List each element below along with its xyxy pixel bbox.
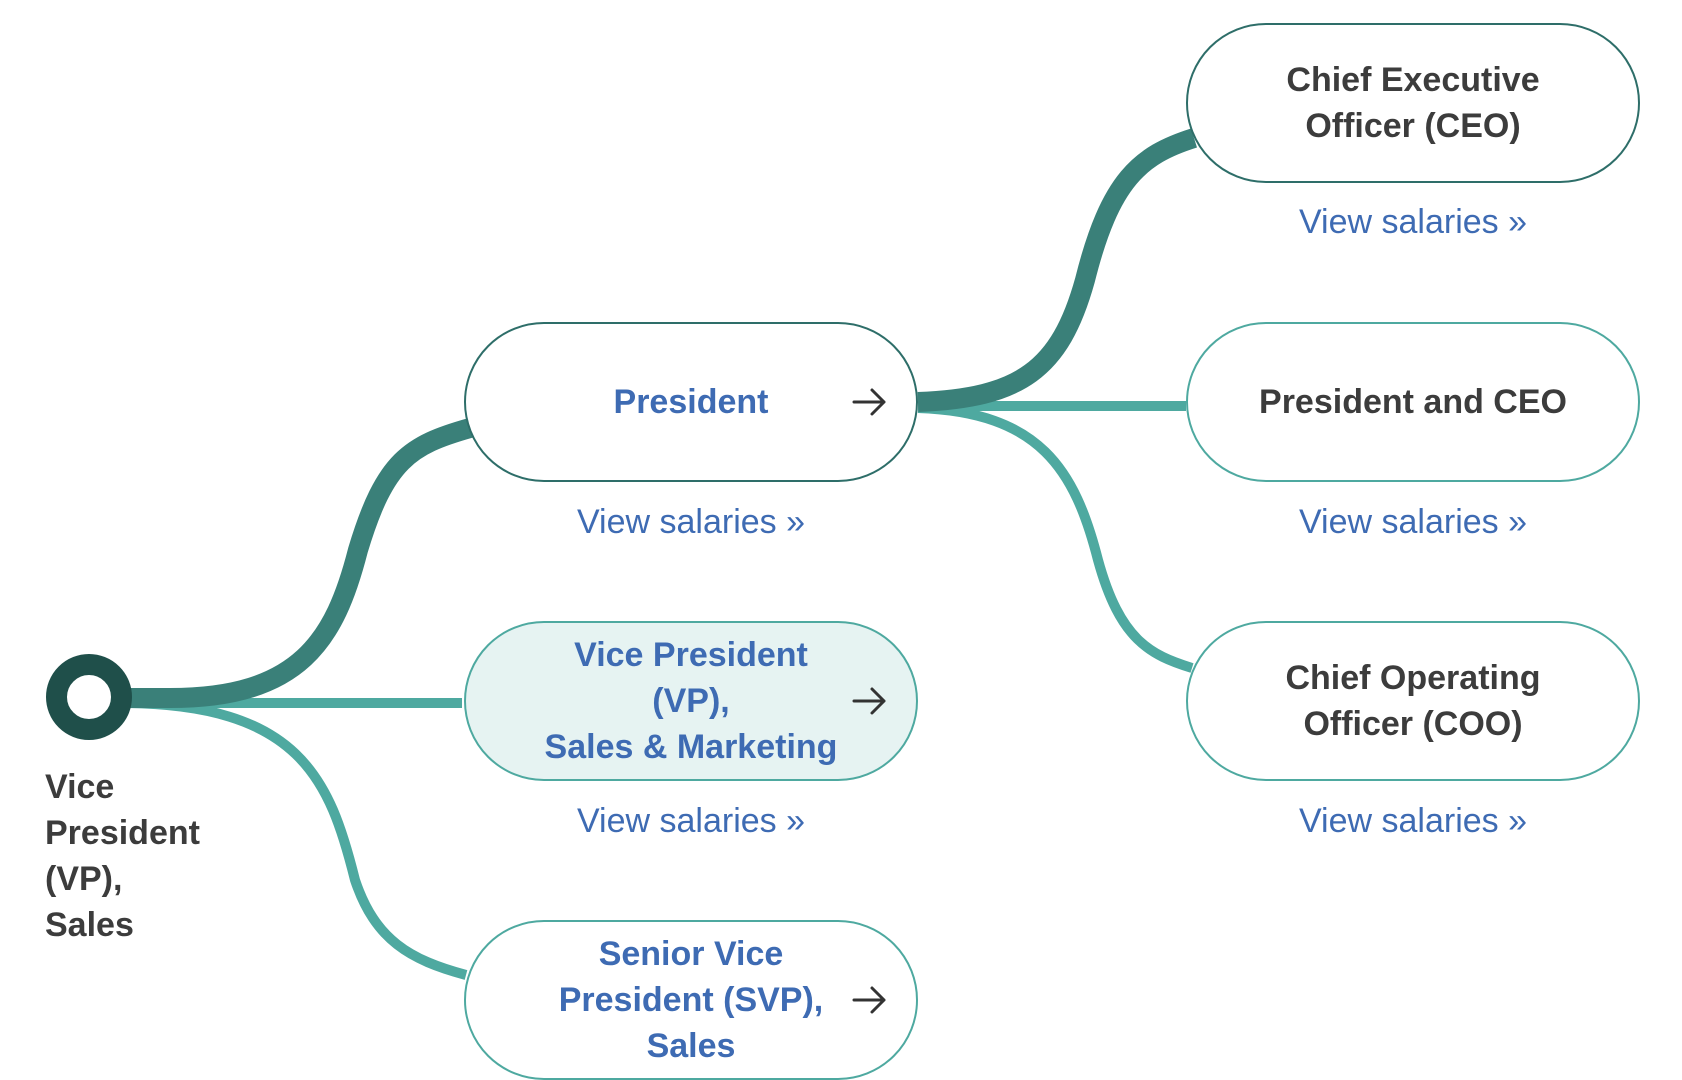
view-salaries-link-ceo[interactable]: View salaries » [1298,203,1528,241]
view-salaries-link-coo[interactable]: View salaries » [1298,802,1528,840]
node-coo: Chief Operating Officer (COO) [1186,621,1640,781]
arrow-right-icon [852,986,886,1014]
arrow-right-icon [852,687,886,715]
node-ceo: Chief Executive Officer (CEO) [1186,23,1640,183]
start-node-icon [46,654,132,740]
node-title: Chief Operating Officer (COO) [1285,659,1541,743]
connector-president-to-ceo [917,128,1198,412]
view-salaries-link-president[interactable]: View salaries » [576,503,806,541]
node-title: Senior Vice President (SVP), Sales [558,935,824,1065]
node-title: President [613,383,769,421]
connector-start-to-svp-sales [119,698,468,980]
node-president-and-ceo: President and CEO [1186,322,1640,482]
view-salaries-link-president-and-ceo[interactable]: View salaries » [1298,503,1528,541]
node-vp-sales-marketing[interactable]: Vice President (VP), Sales & Marketing [464,621,918,781]
node-title: Vice President (VP), Sales & Marketing [544,636,838,766]
node-president[interactable]: President [464,322,918,482]
arrow-right-icon [852,388,886,416]
view-salaries-link-vp-sales-marketing[interactable]: View salaries » [576,802,806,840]
node-title: President and CEO [1259,383,1567,421]
current-role-label: Vice President (VP), Sales [45,768,200,944]
connector-president-to-coo [917,403,1194,673]
node-svp-sales[interactable]: Senior Vice President (SVP), Sales [464,920,918,1080]
connector-start-to-president [120,418,473,708]
node-title: Chief Executive Officer (CEO) [1286,61,1540,145]
